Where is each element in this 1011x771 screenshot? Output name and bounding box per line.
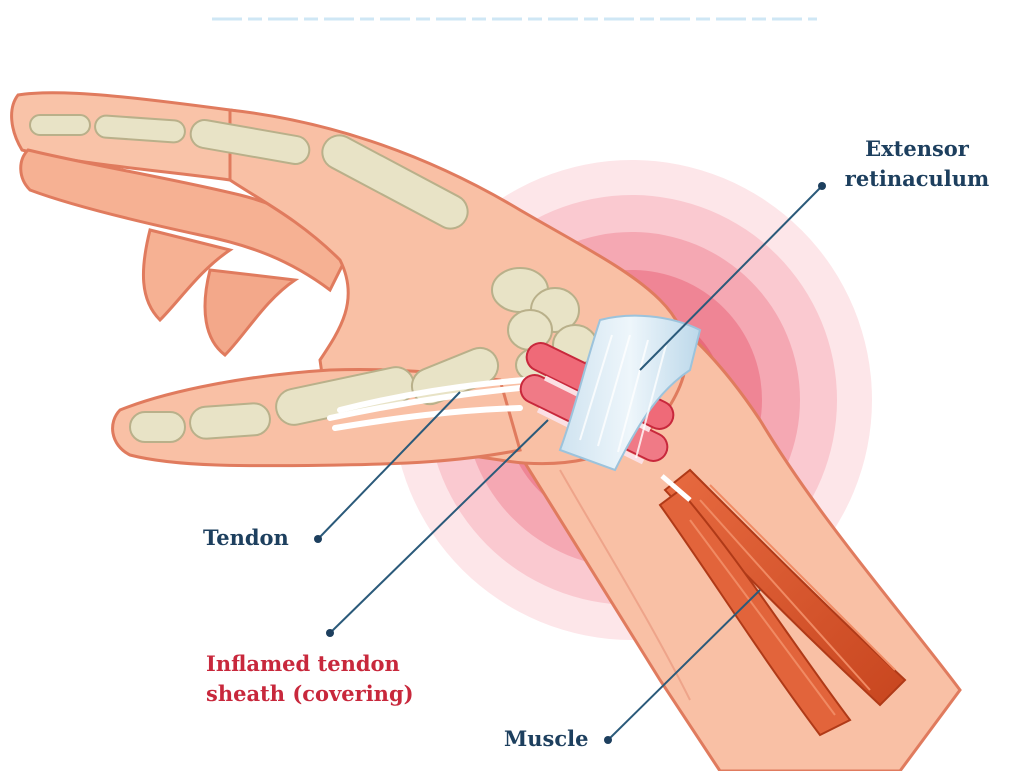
label-extensor-line2: retinaculum — [827, 164, 1007, 194]
label-extensor-retinaculum: Extensor retinaculum — [827, 134, 1007, 194]
label-inflamed-tendon-sheath: Inflamed tendon sheath (covering) — [206, 649, 414, 709]
label-sheath-line1: Inflamed tendon — [206, 649, 414, 679]
label-tendon: Tendon — [203, 523, 289, 553]
label-sheath-line2: sheath (covering) — [206, 679, 414, 709]
label-extensor-line1: Extensor — [827, 134, 1007, 164]
label-muscle: Muscle — [504, 724, 588, 754]
